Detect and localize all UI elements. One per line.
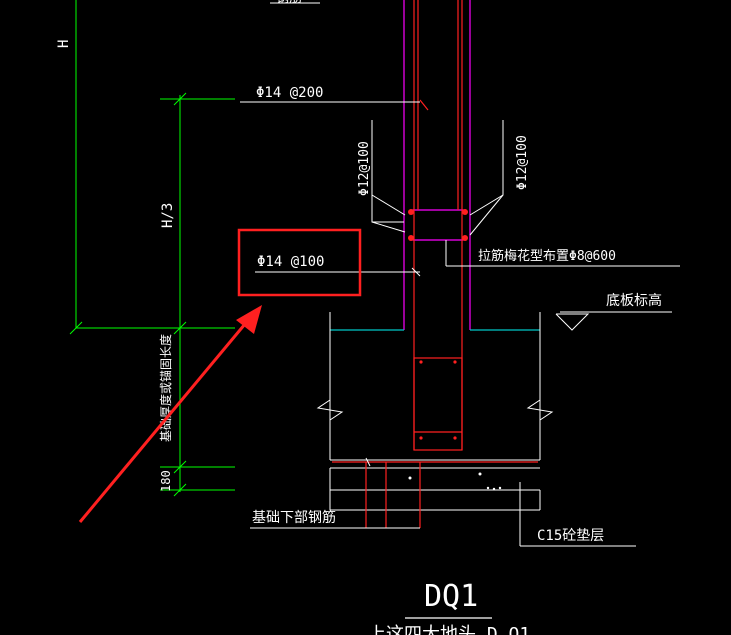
top-partial-label: 钢筋 <box>276 0 302 6</box>
drawing-subtitle-partial: 上这四大地头 D Q1 <box>368 624 530 635</box>
cushion-dimension-label: 180 <box>159 470 173 492</box>
foundation-pit <box>316 312 554 511</box>
highlighted-rebar-spacing-label: Φ14 @100 <box>257 254 324 270</box>
stirrup-leaders <box>371 120 504 236</box>
highlight-arrow <box>78 305 262 523</box>
foundation-bottom-rebar-label: 基础下部钢筋 <box>252 509 336 526</box>
rebar-dots <box>408 209 468 440</box>
height-dimension-label: H <box>56 40 72 48</box>
cushion-layer-label: C15砼垫层 <box>537 528 604 544</box>
top-rebar-spacing-label: Φ14 @200 <box>256 85 323 101</box>
vertical-rebars <box>413 0 463 451</box>
foundation-leader-lines <box>250 457 636 547</box>
drawing-title: DQ1 <box>424 579 478 614</box>
highlight-box <box>237 228 362 297</box>
left-stirrup-label: Φ12@100 <box>357 141 372 196</box>
dimension-lines <box>69 0 235 497</box>
foundation-bottom-rebars <box>332 461 538 528</box>
foundation-symbols <box>408 472 502 491</box>
tie-bar-note: 拉筋梅花型布置Φ8@600 <box>478 248 616 264</box>
label-leaders <box>240 2 680 331</box>
wall-outline <box>330 0 540 331</box>
right-stirrup-label: Φ12@100 <box>515 135 530 190</box>
third-height-dimension-label: H/3 <box>160 203 176 228</box>
slab-elevation-label: 底板标高 <box>606 292 662 309</box>
